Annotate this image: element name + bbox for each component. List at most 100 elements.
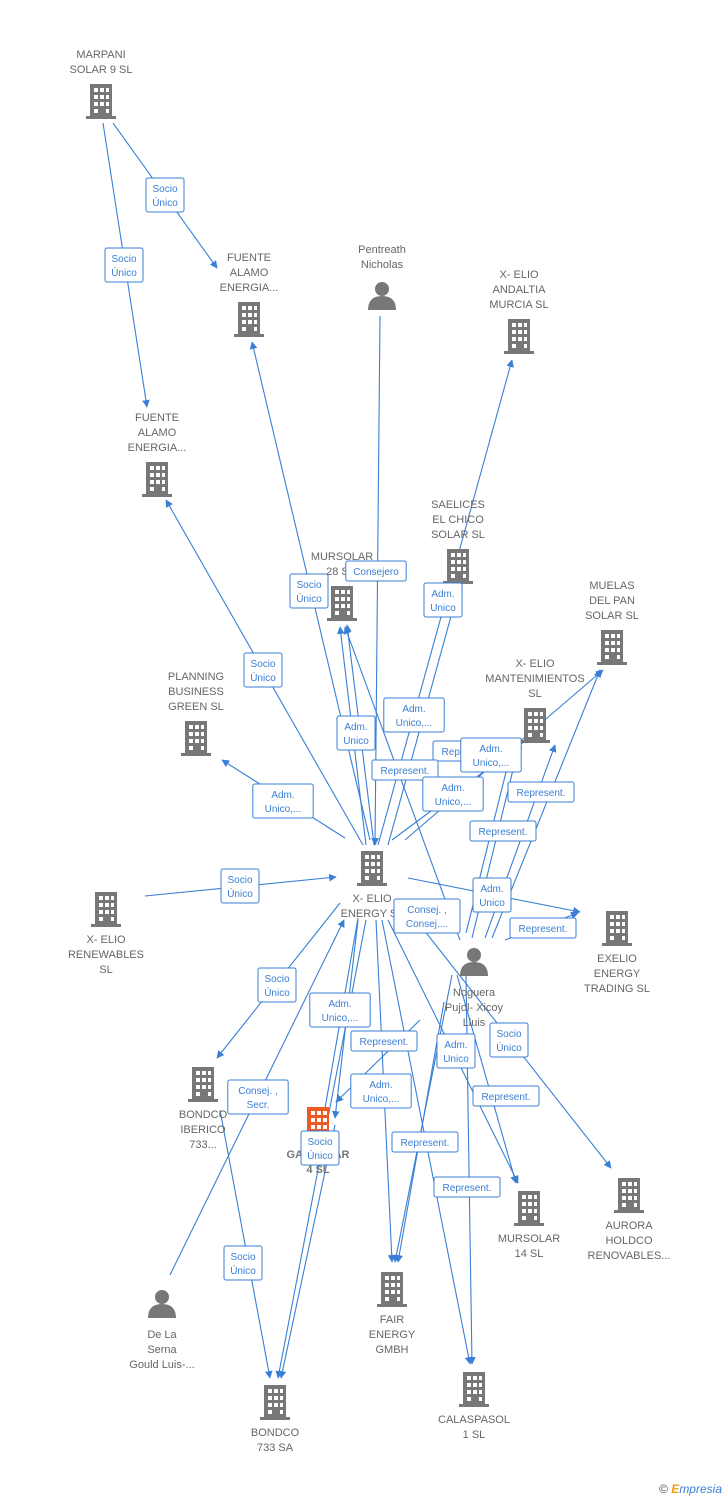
node-label: SOLAR SL — [585, 610, 639, 622]
person-icon — [460, 948, 488, 976]
node-label: ENERGY — [594, 968, 641, 980]
edge-label-text: Unico,... — [396, 718, 433, 729]
edge-label: Adm.Unico — [423, 582, 463, 618]
node-label: IBERICO — [180, 1124, 226, 1136]
node-bondco733[interactable]: BONDCO 733 SA — [251, 1385, 300, 1454]
edge-label-text: Adm. — [369, 1080, 392, 1091]
node-label: BUSINESS — [168, 686, 224, 698]
node-aurora[interactable]: AURORAHOLDCORENOVABLES... — [588, 1178, 671, 1262]
node-label: GMBH — [376, 1344, 409, 1356]
edge-label: Represent. — [507, 781, 575, 803]
building-icon — [597, 630, 627, 665]
edge-label-text: Unico,... — [265, 804, 302, 815]
building-icon — [188, 1067, 218, 1102]
edge-label-text: Represent. — [401, 1138, 450, 1149]
edge-label: Represent. — [433, 1176, 501, 1198]
edge-label: Represent. — [350, 1030, 418, 1052]
node-label: ANDALTIA — [493, 284, 547, 296]
edge-label-text: Único — [264, 986, 290, 999]
relationship-edge — [465, 974, 476, 1365]
edge-label: Consejero — [345, 560, 407, 582]
edge-label-text: Consej.... — [406, 919, 448, 930]
building-icon — [459, 1372, 489, 1407]
node-label: ENERGIA... — [220, 282, 279, 294]
brand-logo[interactable]: Empresia — [671, 1482, 722, 1496]
edge-label-text: Represent. — [360, 1037, 409, 1048]
node-label: SL — [528, 688, 541, 700]
node-label: BONDCO — [251, 1427, 300, 1439]
building-icon — [614, 1178, 644, 1213]
building-icon — [520, 708, 550, 743]
building-icon — [86, 84, 116, 119]
edge-label-text: Represent. — [381, 766, 430, 777]
edge-label-text: Unico,... — [435, 797, 472, 808]
node-label: X- ELIO — [515, 658, 555, 670]
edge-label-text: Unico,... — [363, 1094, 400, 1105]
edge-label-text: Represent. — [479, 827, 528, 838]
edge-label-text: Adm. — [431, 589, 454, 600]
edge-label-text: Adm. — [344, 722, 367, 733]
node-bondco_iberico[interactable]: BONDCOIBERICO733... — [179, 1067, 228, 1151]
building-icon — [602, 911, 632, 946]
node-label: CALASPASOL — [438, 1414, 510, 1426]
node-fuente1[interactable]: FUENTEALAMOENERGIA... — [220, 252, 279, 337]
edge-label-text: Adm. — [441, 783, 464, 794]
edge-label: Adm.Unico,... — [309, 992, 371, 1028]
node-label: DEL PAN — [589, 595, 635, 607]
node-label: 733 SA — [257, 1442, 294, 1454]
copyright-icon: © — [659, 1482, 668, 1496]
building-icon — [327, 586, 357, 621]
node-label: TRADING SL — [584, 983, 650, 995]
edge-label: Adm.Unico,... — [252, 783, 314, 819]
building-icon — [377, 1272, 407, 1307]
edge-label-text: Represent. — [443, 1183, 492, 1194]
building-icon — [504, 319, 534, 354]
footer-credit: © Empresia — [659, 1482, 722, 1496]
edge-label-text: Adm. — [444, 1040, 467, 1051]
node-label: X- ELIO — [499, 269, 539, 281]
edge-label-text: Socio — [307, 1137, 332, 1148]
edge-label-text: Único — [307, 1149, 333, 1162]
node-label: Nicholas — [361, 259, 404, 271]
node-label: EL CHICO — [432, 514, 484, 526]
edge-label-text: Unico,... — [473, 758, 510, 769]
node-label: Lluis — [463, 1017, 486, 1029]
node-label: 14 SL — [515, 1248, 544, 1260]
edge-label-text: Socio — [296, 580, 321, 591]
edge-label: Adm. Unico,... — [350, 1073, 412, 1109]
edge-label-text: Adm. — [402, 704, 425, 715]
edge-label-text: Consejero — [353, 567, 399, 578]
edge-label-text: Unico — [343, 736, 369, 747]
node-label: GREEN SL — [168, 701, 224, 713]
edge-label-text: Socio — [152, 184, 177, 195]
node-calaspasol[interactable]: CALASPASOL 1 SL — [438, 1372, 510, 1441]
edge-label: Adm.Unico — [436, 1033, 476, 1069]
node-label: 1 SL — [463, 1429, 486, 1441]
building-icon — [142, 462, 172, 497]
edge-label: Represent. — [469, 820, 537, 842]
node-label: RENEWABLES — [68, 949, 144, 961]
node-label: MARPANI — [76, 49, 125, 61]
node-label: Pujol- Xicoy — [445, 1002, 504, 1014]
node-fuente2[interactable]: FUENTEALAMOENERGIA... — [128, 412, 187, 497]
node-label: FUENTE — [135, 412, 179, 424]
